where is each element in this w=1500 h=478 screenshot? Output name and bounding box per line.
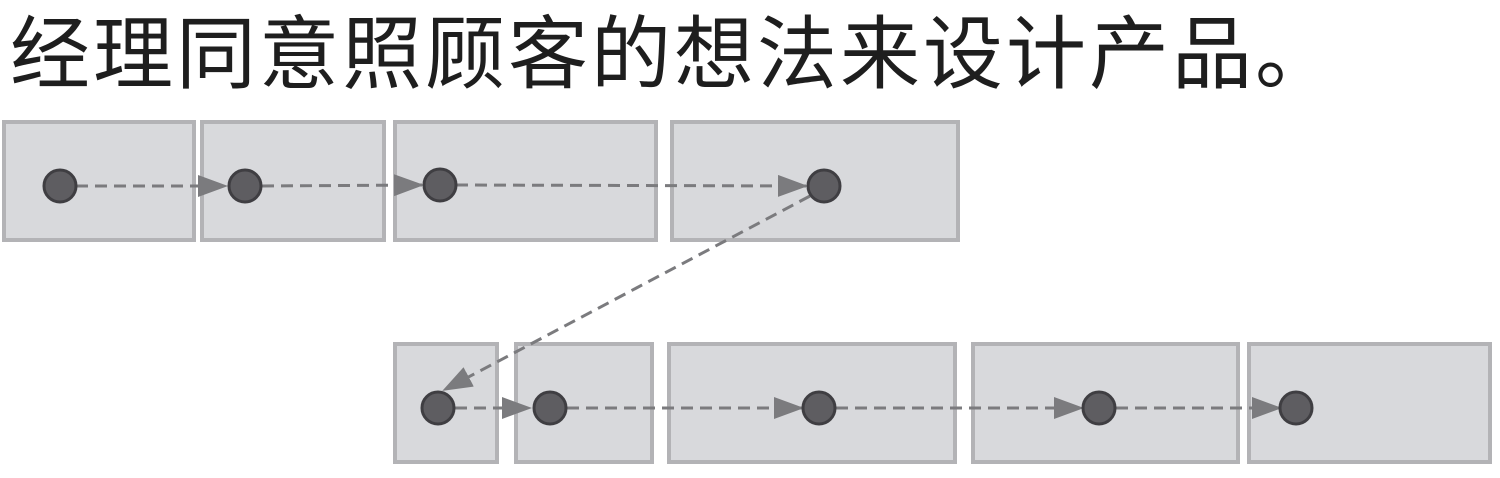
word-node — [801, 390, 837, 426]
word-node — [422, 167, 458, 203]
word-node — [42, 168, 78, 204]
word-node — [1081, 390, 1117, 426]
segment-box — [2, 120, 196, 242]
sentence-text: 经理同意照顾客的想法来设计产品。 — [10, 8, 1338, 101]
dashed-arrow — [455, 174, 808, 197]
word-node — [420, 390, 456, 426]
word-node — [532, 390, 568, 426]
word-node — [806, 168, 842, 204]
dashed-arrow — [261, 174, 424, 197]
dashed-arrow — [442, 194, 811, 392]
word-node — [1278, 390, 1314, 426]
word-node — [227, 168, 263, 204]
